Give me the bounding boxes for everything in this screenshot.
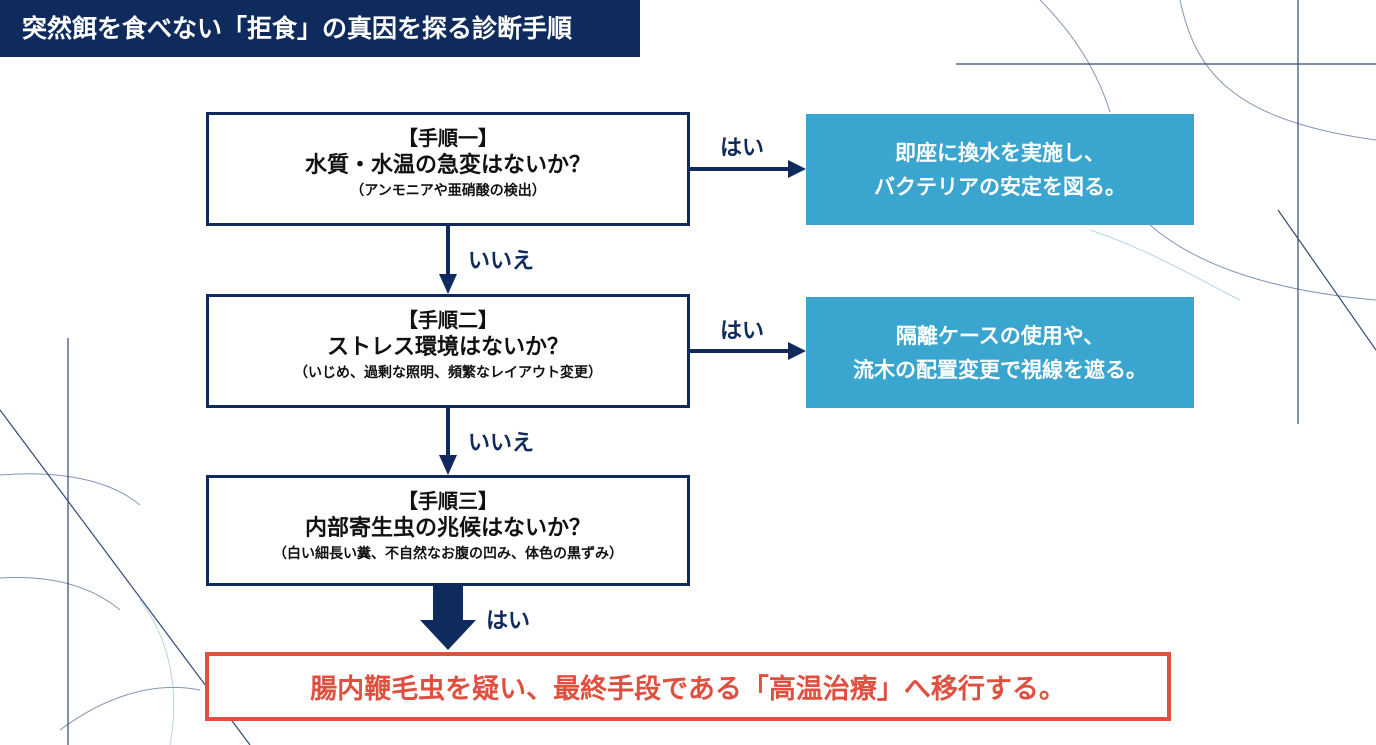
step-1-question: 水質・水温の急変はないか？ xyxy=(304,153,591,178)
step-3-note: （白い細長い糞、不自然なお腹の凹み、体色の黒ずみ） xyxy=(273,546,623,562)
edge-label-yes-2: はい xyxy=(720,319,765,344)
action-2-box: 隔離ケースの使用や、 流木の配置変更で視線を遮る。 xyxy=(806,297,1194,408)
arrow-yes-3 xyxy=(433,586,463,622)
action-1-line-2: バクテリアの安定を図る。 xyxy=(874,174,1126,199)
edge-label-no-1: いいえ xyxy=(468,249,535,274)
step-2-label: 【手順二】 xyxy=(398,308,498,332)
arrowhead-yes-1 xyxy=(788,160,806,178)
final-action-box: 腸内鞭毛虫を疑い、最終手段である「高温治療」へ移行する。 xyxy=(205,652,1171,721)
arrowhead-yes-2 xyxy=(788,342,806,360)
step-3-box: 【手順三】 内部寄生虫の兆候はないか？ （白い細長い糞、不自然なお腹の凹み、体色… xyxy=(206,475,690,586)
step-2-question: ストレス環境はないか？ xyxy=(326,335,569,360)
edge-label-yes-1: はい xyxy=(720,136,765,161)
action-2-line-1: 隔離ケースの使用や、 xyxy=(895,323,1105,348)
action-1-line-1: 即座に換水を実施し、 xyxy=(895,140,1105,165)
edge-label-no-2: いいえ xyxy=(468,431,535,456)
arrowhead-no-2 xyxy=(439,455,457,475)
arrowhead-yes-3 xyxy=(420,620,476,650)
step-2-note: （いじめ、過剰な照明、頻繁なレイアウト変更） xyxy=(294,365,602,381)
arrowhead-no-1 xyxy=(439,274,457,294)
action-1-box: 即座に換水を実施し、 バクテリアの安定を図る。 xyxy=(806,114,1194,225)
action-2-line-2: 流木の配置変更で視線を遮る。 xyxy=(853,357,1147,382)
step-3-question: 内部寄生虫の兆候はないか？ xyxy=(304,516,591,541)
step-1-note: （アンモニアや亜硝酸の検出） xyxy=(350,183,546,199)
step-1-label: 【手順一】 xyxy=(398,126,498,150)
step-2-box: 【手順二】 ストレス環境はないか？ （いじめ、過剰な照明、頻繁なレイアウト変更） xyxy=(206,294,690,408)
step-1-box: 【手順一】 水質・水温の急変はないか？ （アンモニアや亜硝酸の検出） xyxy=(206,112,690,226)
edge-label-yes-3: はい xyxy=(486,609,531,634)
final-action-text: 腸内鞭毛虫を疑い、最終手段である「高温治療」へ移行する。 xyxy=(310,674,1066,705)
page-title: 突然餌を食べない「拒食」の真因を探る診断手順 xyxy=(0,0,640,57)
step-3-label: 【手順三】 xyxy=(398,489,498,513)
